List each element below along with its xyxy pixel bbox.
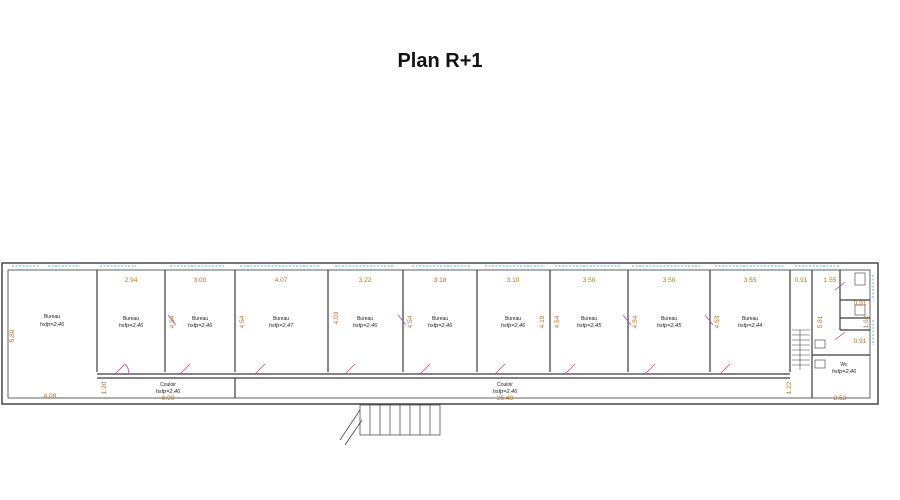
dimension: 4.54 xyxy=(169,315,176,328)
dimension: 5.81 xyxy=(817,315,824,328)
dimension: 1.22 xyxy=(786,381,793,394)
stair-outside xyxy=(339,404,441,446)
dimension: 2.94 xyxy=(125,277,138,284)
dimension: 4.54 xyxy=(554,315,561,328)
dimension: 6.00 xyxy=(162,395,175,402)
room-height: hsfp=2,46 xyxy=(119,323,144,329)
room-height: hsfp=2,45 xyxy=(657,323,682,329)
room-height: hsfp=2,46 xyxy=(156,389,181,395)
room-name: Bureau xyxy=(273,316,289,322)
dimension: 4.54 xyxy=(239,315,246,328)
room-name: Couloir xyxy=(497,382,513,388)
stair-inside xyxy=(792,329,810,370)
dimension: 3.50 xyxy=(663,277,676,284)
room-height: hsfp=2,46 xyxy=(353,323,378,329)
dimension: 4.19 xyxy=(539,315,546,328)
dimension: 3.10 xyxy=(507,277,520,284)
room-name: Bureau xyxy=(192,316,208,322)
room-name: Bureau xyxy=(742,316,758,322)
room-name: Bureau xyxy=(661,316,677,322)
room-name: Bureau xyxy=(505,316,521,322)
dimension: 4.07 xyxy=(275,277,288,284)
wc-fixtures xyxy=(814,272,866,369)
room-name: Bureau xyxy=(123,316,139,322)
room-name: Couloir xyxy=(160,382,176,388)
windows-top xyxy=(12,265,874,345)
dimension: 1.20 xyxy=(101,381,108,394)
room-name: Wc xyxy=(840,362,848,368)
dimension: 1.55 xyxy=(824,277,837,284)
dimension: 2.53 xyxy=(834,395,847,402)
dimension: 4.54 xyxy=(407,315,414,328)
room-name: Bureau xyxy=(581,316,597,322)
dimension: 4.53 xyxy=(714,315,721,328)
room-height: hsfp=2,46 xyxy=(832,369,857,375)
room-height: hsfp=2,46 xyxy=(501,323,526,329)
dimension: 4.03 xyxy=(333,311,340,324)
room-height: hsfp=2,46 xyxy=(493,389,518,395)
dimension: 0.91 xyxy=(854,338,867,345)
dimension: 0.91 xyxy=(795,277,808,284)
room-height: hsfp=2,46 xyxy=(40,322,65,328)
dimension: 0.91 xyxy=(854,300,867,307)
dimension: 3.00 xyxy=(194,277,207,284)
plan-title: Plan R+1 xyxy=(397,50,483,72)
room-labels: Bureau hsfp=2,46 Bureau hsfp=2,46 Bureau… xyxy=(40,314,857,395)
dimension: 3.50 xyxy=(583,277,596,284)
dimension: 1.62 xyxy=(863,315,870,328)
room-name: Bureau xyxy=(432,316,448,322)
dimension: 5.80 xyxy=(9,329,16,342)
dimension: 4.54 xyxy=(632,315,639,328)
dimensions-horizontal: 2.94 3.00 4.07 3.22 3.18 3.10 3.50 3.50 … xyxy=(44,277,847,402)
doors xyxy=(114,281,846,375)
outer-walls xyxy=(1,262,879,405)
dimension: 25.49 xyxy=(497,395,514,402)
room-height: hsfp=2,46 xyxy=(428,323,453,329)
room-height: hsfp=2,47 xyxy=(269,323,294,329)
dimension: 4.08 xyxy=(44,393,57,400)
dimension: 3.55 xyxy=(744,277,757,284)
dimension: 3.18 xyxy=(434,277,447,284)
partitions xyxy=(96,270,870,398)
room-height: hsfp=2,44 xyxy=(738,323,762,329)
room-height: hsfp=2,46 xyxy=(188,323,213,329)
room-height: hsfp=2,45 xyxy=(577,323,602,329)
room-name: Bureau xyxy=(44,314,60,320)
dimension: 3.22 xyxy=(359,277,372,284)
dimensions-vertical: 5.80 1.20 4.54 4.54 4.03 4.54 4.19 4.54 … xyxy=(9,300,870,394)
room-name: Bureau xyxy=(357,316,373,322)
